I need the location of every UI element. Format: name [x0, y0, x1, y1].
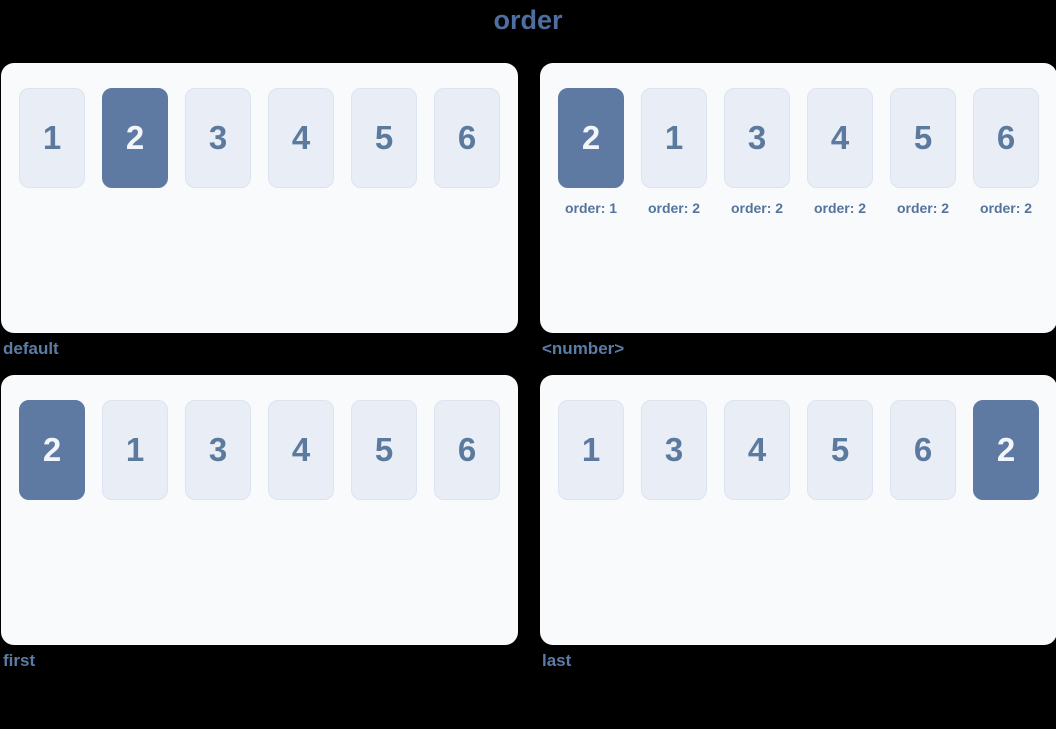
item-box-highlighted: 2 [102, 88, 168, 188]
order-value-label: order: 2 [813, 200, 867, 216]
flex-item-3: 3 [641, 400, 707, 500]
flex-item-2-highlighted: 2 order: 1 [558, 88, 624, 217]
item-box: 5 [351, 400, 417, 500]
flex-item-4: 4 order: 2 [807, 88, 873, 217]
order-value-label: order: 2 [979, 200, 1033, 216]
item-box: 6 [434, 400, 500, 500]
item-box: 5 [807, 400, 873, 500]
flex-item-6: 6 [434, 400, 500, 500]
item-box: 1 [641, 88, 707, 188]
flex-item-4: 4 [268, 400, 334, 500]
item-box: 5 [890, 88, 956, 188]
flex-item-1: 1 [102, 400, 168, 500]
flex-item-2-highlighted: 2 [973, 400, 1039, 500]
order-value-label: order: 2 [647, 200, 701, 216]
order-value-label: order: 2 [730, 200, 784, 216]
flex-item-1: 1 [558, 400, 624, 500]
item-box-highlighted: 2 [19, 400, 85, 500]
item-box-highlighted: 2 [973, 400, 1039, 500]
example-label-last: last [542, 651, 572, 670]
example-label-default: default [3, 339, 59, 358]
flex-item-1: 1 order: 2 [641, 88, 707, 217]
flex-item-6: 6 order: 2 [973, 88, 1039, 217]
item-box: 4 [724, 400, 790, 500]
flex-item-4: 4 [724, 400, 790, 500]
flex-item-2-highlighted: 2 [19, 400, 85, 500]
item-box: 3 [185, 400, 251, 500]
item-box: 1 [19, 88, 85, 188]
item-box: 6 [890, 400, 956, 500]
flex-item-3: 3 order: 2 [724, 88, 790, 217]
flex-item-5: 5 [351, 400, 417, 500]
item-box: 3 [724, 88, 790, 188]
example-label-number: <number> [542, 339, 625, 358]
flex-item-5: 5 order: 2 [890, 88, 956, 217]
item-box: 3 [185, 88, 251, 188]
item-box: 1 [102, 400, 168, 500]
flex-item-6: 6 [434, 88, 500, 188]
flex-item-6: 6 [890, 400, 956, 500]
item-box: 1 [558, 400, 624, 500]
item-box: 6 [973, 88, 1039, 188]
flex-item-1: 1 [19, 88, 85, 188]
page-title: order [493, 5, 563, 35]
example-panel-number: 2 order: 1 1 order: 2 3 order: 2 4 order: 2 5 ord… [540, 63, 1056, 333]
item-box: 6 [434, 88, 500, 188]
flex-item-3: 3 [185, 400, 251, 500]
item-box: 4 [268, 88, 334, 188]
item-box: 4 [807, 88, 873, 188]
order-value-label: order: 1 [564, 200, 618, 216]
item-box-highlighted: 2 [558, 88, 624, 188]
flex-item-2-highlighted: 2 [102, 88, 168, 188]
item-box: 3 [641, 400, 707, 500]
flex-item-5: 5 [351, 88, 417, 188]
flex-item-4: 4 [268, 88, 334, 188]
example-cell-number: 2 order: 1 1 order: 2 3 order: 2 4 order: 2 5 ord… [540, 63, 1056, 375]
flex-item-5: 5 [807, 400, 873, 500]
example-label-first: first [3, 651, 36, 670]
flex-item-3: 3 [185, 88, 251, 188]
item-box: 5 [351, 88, 417, 188]
item-box: 4 [268, 400, 334, 500]
order-value-label: order: 2 [896, 200, 950, 216]
